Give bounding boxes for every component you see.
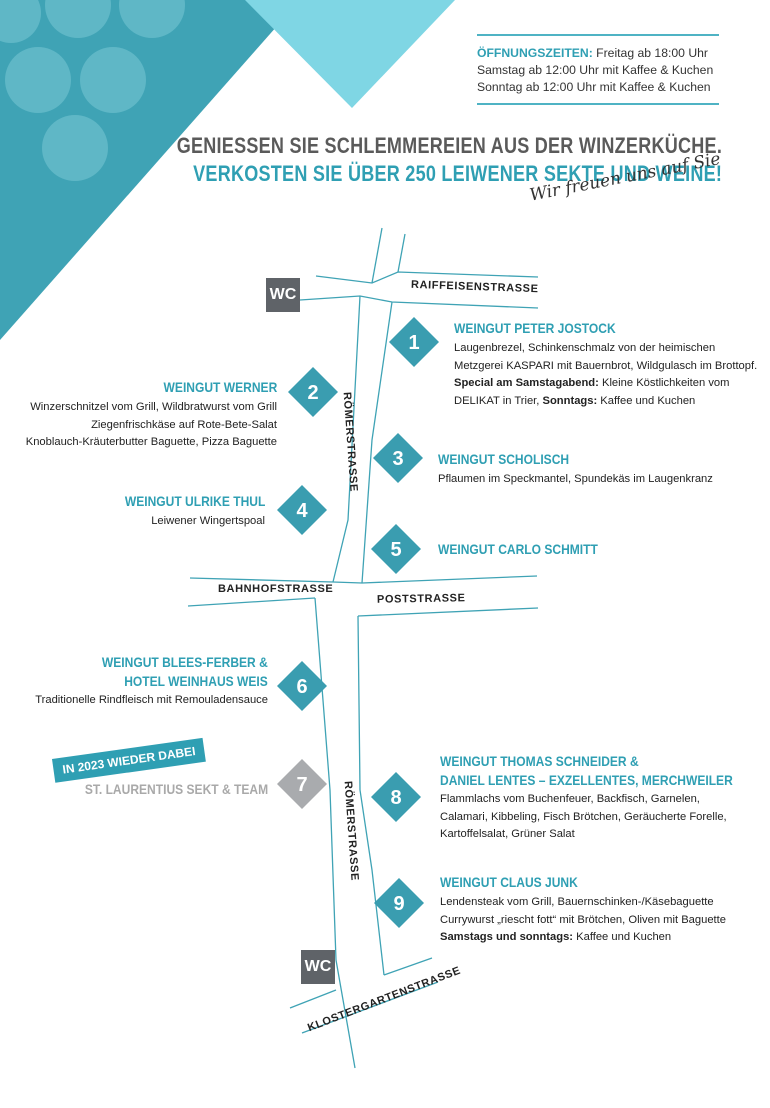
station-9-bold-text: Kaffee und Kuchen	[573, 931, 672, 943]
station-4-number: 4	[296, 500, 308, 522]
station-9-marker: 9	[374, 878, 424, 928]
corner-triangle-light	[245, 0, 455, 108]
station-6: WEINGUT BLEES-FERBER & HOTEL WEINHAUS WE…	[35, 653, 268, 710]
station-9-line-1: Lendensteak vom Grill, Bauernschinken-/K…	[440, 896, 714, 908]
opening-hours-box: ÖFFNUNGSZEITEN: Freitag ab 18:00 Uhr Sam…	[477, 34, 719, 105]
station-7: ST. LAURENTIUS SEKT & TEAM	[55, 780, 268, 799]
station-5-diamond	[371, 524, 421, 574]
station-1-marker: 1	[389, 317, 439, 367]
station-1-sunday-label: Sonntags:	[542, 394, 598, 407]
station-2: WEINGUT WERNER Winzerschnitzel vom Grill…	[26, 378, 277, 452]
station-1-diamond	[389, 317, 439, 367]
station-8-diamond	[371, 772, 421, 822]
corner-triangle-dark	[0, 0, 300, 340]
station-8: WEINGUT THOMAS SCHNEIDER & DANIEL LENTES…	[440, 752, 770, 844]
hours-sunday: Sonntag ab 12:00 Uhr mit Kaffee & Kuchen	[477, 80, 711, 94]
station-4-diamond	[277, 485, 327, 535]
wc-sign-top: WC	[266, 278, 300, 312]
station-9: WEINGUT CLAUS JUNK Lendensteak vom Grill…	[440, 873, 726, 947]
station-8-line-1: Flammlachs vom Buchenfeuer, Backfisch, G…	[440, 793, 700, 805]
station-1-line-2: Metzgerei KASPARI mit Bauernbrot, Wildgu…	[454, 359, 758, 372]
station-2-diamond	[288, 367, 338, 417]
station-6-marker: 6	[277, 661, 327, 711]
station-1-special-text: Kleine Köstlichkeiten vom	[598, 377, 730, 389]
station-1: WEINGUT PETER JOSTOCK Laugenbrezel, Schi…	[454, 319, 757, 410]
station-8-title-line-2: DANIEL LENTES – EXZELLENTES, MERCHWEILER	[440, 772, 733, 788]
hours-friday: Freitag ab 18:00 Uhr	[596, 46, 708, 60]
station-3-diamond	[373, 433, 423, 483]
station-2-number: 2	[307, 382, 318, 404]
station-7-diamond	[277, 759, 327, 809]
station-8-title-line-1: WEINGUT THOMAS SCHNEIDER &	[440, 753, 639, 769]
grape-decoration	[0, 0, 185, 181]
station-3-line-1: Pflaumen im Speckmantel, Spundekäs im La…	[438, 473, 713, 485]
station-7-title: ST. LAURENTIUS SEKT & TEAM	[84, 781, 268, 797]
station-1-special-label: Special am Samstagabend:	[454, 377, 599, 389]
station-3: WEINGUT SCHOLISCH Pflaumen im Speckmante…	[438, 450, 713, 489]
station-9-title: WEINGUT CLAUS JUNK	[440, 874, 578, 890]
hours-saturday: Samstag ab 12:00 Uhr mit Kaffee & Kuchen	[477, 63, 714, 77]
station-2-line-2: Ziegenfrischkäse auf Rote-Bete-Salat	[91, 418, 277, 431]
station-1-number: 1	[408, 332, 419, 354]
station-6-diamond	[277, 661, 327, 711]
station-5-number: 5	[390, 539, 401, 561]
station-8-line-3: Kartoffelsalat, Grüner Salat	[440, 828, 575, 840]
roads	[187, 227, 539, 1069]
station-4-line-1: Leiwener Wingertspoal	[151, 515, 265, 527]
station-7-number: 7	[296, 774, 307, 796]
station-3-number: 3	[392, 448, 403, 470]
station-4: WEINGUT ULRIKE THUL Leiwener Wingertspoa…	[102, 492, 265, 531]
station-2-title: WEINGUT WERNER	[163, 379, 277, 395]
opening-hours-label: ÖFFNUNGSZEITEN:	[477, 46, 593, 60]
station-6-number: 6	[296, 676, 307, 698]
wc-sign-bottom: WC	[301, 950, 335, 984]
station-7-marker: 7	[277, 759, 327, 809]
station-8-marker: 8	[371, 772, 421, 822]
station-6-title-line-1: WEINGUT BLEES-FERBER &	[102, 654, 268, 670]
station-3-title: WEINGUT SCHOLISCH	[438, 451, 570, 467]
headline-line-1: Geniessen Sie Schlemmereien aus der Winz…	[176, 133, 722, 158]
station-6-title-line-2: HOTEL WEINHAUS WEIS	[124, 673, 268, 689]
station-1-line-1: Laugenbrezel, Schinkenschmalz von der he…	[454, 342, 716, 354]
station-4-title: WEINGUT ULRIKE THUL	[124, 493, 265, 509]
station-6-line-1: Traditionelle Rindfleisch mit Remouladen…	[35, 694, 268, 706]
street-label-post: POSTSTRASSE	[376, 592, 466, 606]
station-markers: 1 2 3 4 5 6 7 8 9	[277, 317, 439, 928]
street-label-bahnhof: BAHNHOFSTRASSE	[218, 583, 334, 595]
station-1-line-4a: DELIKAT in Trier,	[454, 394, 543, 407]
station-1-line-4c: Kaffee und Kuchen	[597, 394, 696, 407]
station-8-line-2: Calamari, Kibbeling, Fisch Brötchen, Ger…	[440, 810, 727, 823]
station-2-marker: 2	[288, 367, 338, 417]
station-1-title: WEINGUT PETER JOSTOCK	[454, 320, 616, 336]
station-5-title: WEINGUT CARLO SCHMITT	[438, 541, 598, 557]
station-4-marker: 4	[277, 485, 327, 535]
station-5: WEINGUT CARLO SCHMITT	[438, 540, 624, 559]
station-8-number: 8	[390, 787, 401, 809]
station-9-bold-label: Samstags und sonntags:	[440, 931, 574, 943]
station-2-line-3: Knoblauch-Kräuterbutter Baguette, Pizza …	[25, 436, 277, 448]
station-9-diamond	[374, 878, 424, 928]
station-9-number: 9	[393, 893, 404, 915]
station-3-marker: 3	[373, 433, 423, 483]
station-9-line-2: Currywurst „riescht fott“ mit Brötchen, …	[440, 913, 726, 926]
headline-line-2: Verkosten Sie über 250 Leiwener Sekte un…	[192, 161, 722, 186]
station-5-marker: 5	[371, 524, 421, 574]
station-2-line-1: Winzerschnitzel vom Grill, Wildbratwurst…	[30, 401, 277, 413]
